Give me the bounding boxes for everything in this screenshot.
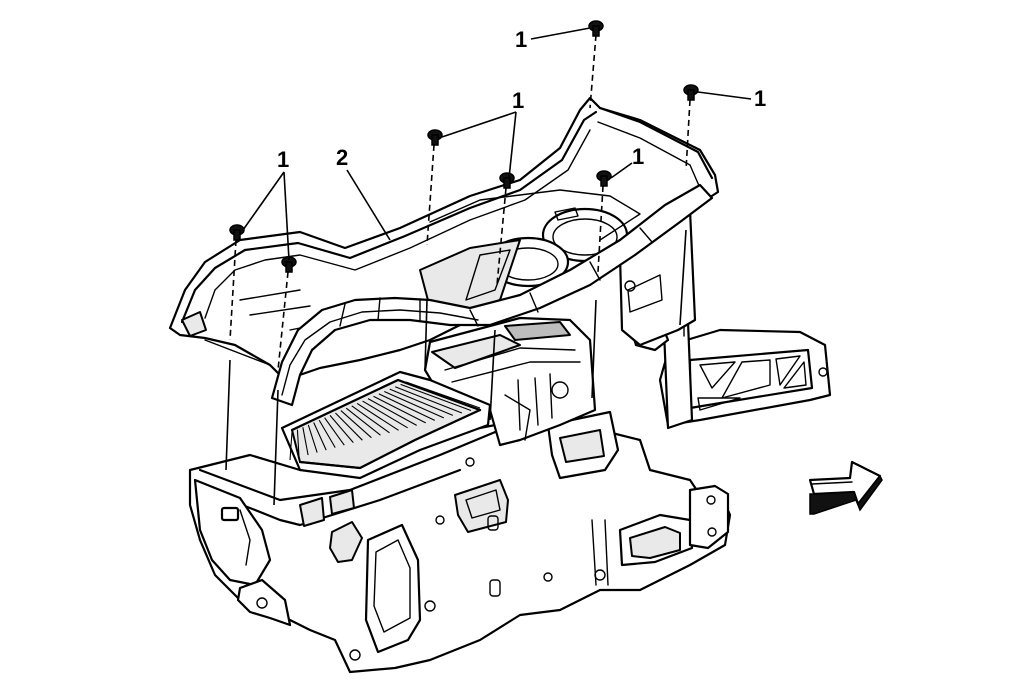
callout-console-trim: 2 [336, 145, 348, 170]
rear-support-bracket [658, 320, 832, 430]
tray-rib [356, 402, 399, 431]
callout-fastener-mid-right: 1 [632, 144, 644, 169]
tray-rib [324, 417, 345, 446]
tray-rib [389, 388, 454, 416]
callout-fastener-top: 1 [515, 27, 527, 52]
tray-rib [400, 383, 472, 411]
tray-rib [335, 412, 363, 441]
tray-rib [289, 431, 293, 461]
callout-fastener-left: 1 [277, 147, 289, 172]
bolt-icon [499, 172, 515, 189]
tray-rib [318, 419, 336, 448]
tray-rib [394, 386, 463, 414]
console-base-bracket [188, 408, 732, 674]
console-trim-cover [168, 96, 720, 382]
tray-rib-lines [289, 381, 481, 461]
bolt-icon [281, 256, 297, 273]
ribbed-storage-tray [280, 370, 492, 480]
callout-fastener-center: 1 [512, 88, 524, 113]
tray-rib [367, 398, 417, 426]
bolt-icon [683, 84, 699, 101]
tray-rib [345, 407, 381, 436]
tray-rib [384, 391, 445, 419]
tray-rib [373, 395, 426, 424]
bolt-icon [229, 224, 245, 241]
bolt-icon [588, 20, 604, 37]
tray-rib [296, 429, 300, 458]
fastener-alignment-lines [225, 34, 691, 506]
tray-rib [378, 393, 435, 421]
bolt-icon [427, 129, 443, 146]
tray-rib [302, 427, 309, 456]
tray-rib [351, 405, 390, 434]
tray-rib [313, 422, 327, 451]
bolt-icon [596, 170, 612, 187]
tray-rib [307, 424, 318, 453]
fasteners [229, 20, 699, 273]
tray-rib [340, 410, 372, 439]
tray-rib [329, 414, 354, 444]
tray-rib [362, 400, 408, 429]
leader-lines [242, 27, 752, 261]
armrest-rail [270, 183, 714, 407]
front-direction-arrow-icon [808, 460, 883, 515]
callout-fastener-right: 1 [754, 86, 766, 111]
